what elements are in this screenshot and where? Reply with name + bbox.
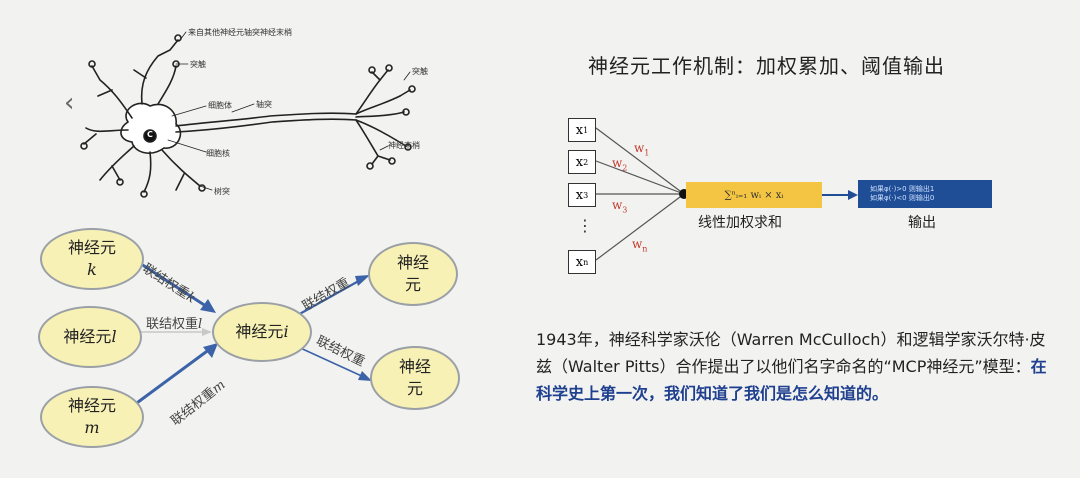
arrow-i-out2: [295, 345, 367, 379]
label-from-other: 来自其他神经元轴突神经末梢: [188, 28, 292, 37]
axon-line: [175, 112, 357, 127]
arrow-k-i: [137, 260, 213, 312]
history-paragraph: 1943年，神经科学家沃伦（Warren McCulloch）和逻辑学家沃尔特·…: [536, 326, 1056, 407]
weight-w2: w2: [612, 156, 628, 173]
node-l-text: 神经元: [63, 327, 112, 346]
node-output-1: 神经 元: [368, 242, 458, 306]
node-neuron-m: 神经元 m: [40, 386, 144, 448]
weight-w1: w1: [634, 141, 650, 158]
output-rule-1: 如果φ(·)>0 则输出1: [870, 185, 935, 193]
label-nerve-ending: 神经末梢: [388, 141, 420, 150]
nucleus-shape: [143, 129, 157, 143]
edge-label-l-i: 联结权重l: [146, 317, 203, 332]
label-synapse-right: 突触: [412, 67, 428, 76]
nucleus-mark: C: [147, 130, 153, 139]
cell-body-shape: [120, 102, 182, 154]
label-dendrite: 树突: [214, 187, 230, 196]
paragraph-body: 1943年，神经科学家沃伦（Warren McCulloch）和逻辑学家沃尔特·…: [536, 330, 1046, 376]
sum-label: 线性加权求和: [698, 215, 782, 231]
node-i-text: 神经元: [235, 322, 284, 341]
input-dots: ⋮: [577, 216, 593, 235]
output-arrowhead: [848, 190, 858, 200]
node-neuron-k: 神经元 k: [40, 228, 144, 290]
output-rule-2: 如果φ(·)<0 则输出0: [870, 194, 935, 202]
node-output-2: 神经 元: [370, 346, 460, 410]
label-axon: 轴突: [256, 100, 272, 109]
weight-w3: w3: [612, 198, 628, 215]
node-m-text: 神经元: [67, 396, 116, 415]
label-nucleus: 细胞核: [206, 149, 230, 158]
node-i-var: i: [283, 322, 289, 341]
output-box: 如果φ(·)>0 则输出1 如果φ(·)<0 则输出0: [858, 180, 992, 208]
paragraph-highlight: 在科学史上第一次，我们知道了我们是怎么知道的。: [536, 357, 1047, 403]
node-out1-line1: 神经: [396, 253, 429, 272]
mcp-lines: [595, 127, 850, 261]
neuron-illustration: [80, 31, 416, 198]
node-k-var: k: [87, 260, 97, 279]
node-out1-line2: 元: [404, 275, 421, 294]
arrow-i-out1: [295, 277, 365, 317]
label-synapse-top: 突触: [190, 60, 206, 69]
output-label: 输出: [908, 215, 936, 231]
node-k-text: 神经元: [67, 238, 116, 257]
node-m-var: m: [84, 418, 100, 437]
node-l-var: l: [111, 327, 117, 346]
network-arrows: [129, 260, 372, 410]
weight-wn: wn: [632, 237, 648, 254]
prev-slide-button[interactable]: ‹: [64, 88, 75, 118]
node-out2-line2: 元: [406, 379, 423, 398]
summation-box: ∑ⁿᵢ₌₁ wᵢ × xᵢ: [686, 182, 822, 208]
node-out2-line1: 神经: [398, 357, 431, 376]
label-cell-body: 细胞体: [208, 101, 232, 110]
arrow-m-i: [129, 344, 215, 410]
mcp-title: 神经元工作机制：加权累加、阈值输出: [588, 54, 945, 78]
